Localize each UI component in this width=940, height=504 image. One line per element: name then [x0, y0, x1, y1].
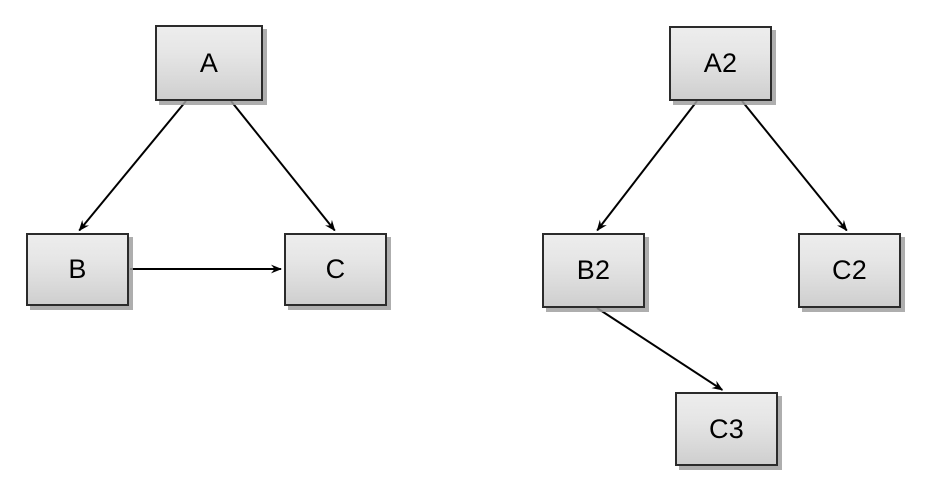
node-label-c: C — [325, 254, 346, 284]
node-c[interactable]: C — [284, 233, 387, 306]
edge-a2-b2 — [596, 100, 698, 232]
edge-b2-c3 — [596, 307, 724, 391]
node-a2[interactable]: A2 — [669, 26, 772, 101]
edges-group — [78, 100, 848, 391]
edge-a-c — [230, 100, 336, 232]
node-b[interactable]: B — [26, 233, 129, 306]
node-b2[interactable]: B2 — [542, 233, 645, 308]
edge-a-b — [78, 100, 187, 232]
node-label-c3: C3 — [709, 413, 744, 444]
node-label-a: A — [199, 47, 219, 78]
node-a[interactable]: A — [155, 25, 263, 101]
node-c3[interactable]: C3 — [675, 392, 778, 466]
node-label-b: B — [68, 254, 87, 284]
node-c2[interactable]: C2 — [798, 233, 901, 308]
node-label-b2: B2 — [576, 255, 611, 285]
node-label-a2: A2 — [703, 48, 738, 78]
node-label-c2: C2 — [832, 255, 867, 285]
edge-a2-c2 — [741, 100, 848, 232]
